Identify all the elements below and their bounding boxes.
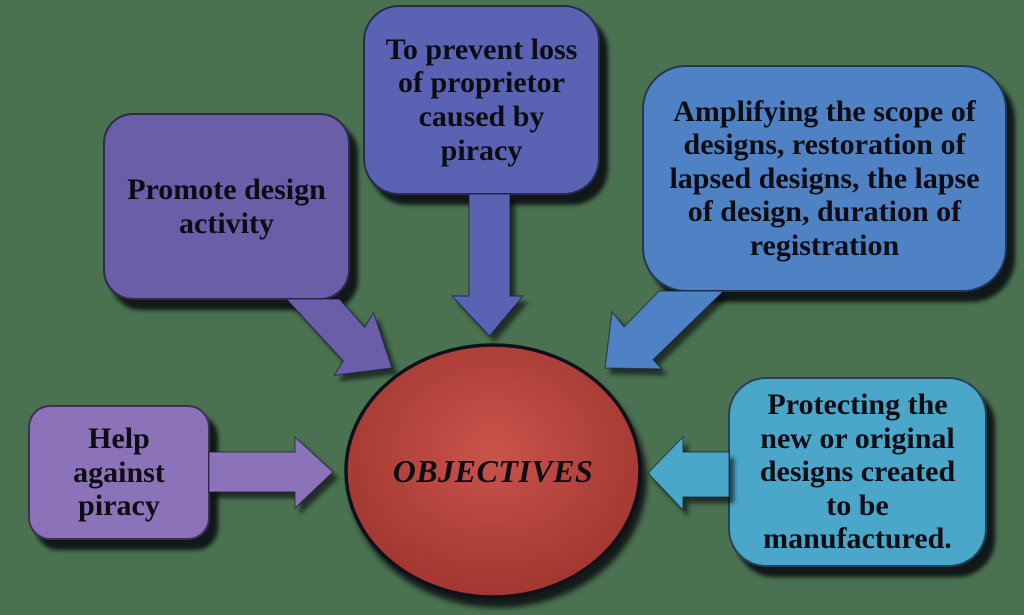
box-amplifying-scope-designs: Amplifying the scope of designs, restora… [642,65,1007,292]
box-text-prevent: To prevent loss of proprietor caused by … [385,32,578,167]
box-promote-design-activity: Promote design activity [103,113,350,300]
box-help-against-piracy: Help against piracy [28,405,210,540]
arrow-prevent-to-objectives [450,193,525,337]
arrow-help-to-objectives [208,435,334,510]
arrow-protect-to-objectives [647,435,730,512]
box-prevent-loss-piracy: To prevent loss of proprietor caused by … [363,5,600,195]
box-text-protect: Protecting the new or original designs c… [759,388,956,556]
box-text-help: Help against piracy [73,422,165,523]
box-text-promote: Promote design activity [127,172,326,240]
box-text-amplify: Amplifying the scope of designs, restora… [669,94,980,262]
objectives-label: OBJECTIVES [392,453,594,489]
box-protecting-new-designs: Protecting the new or original designs c… [728,377,987,567]
